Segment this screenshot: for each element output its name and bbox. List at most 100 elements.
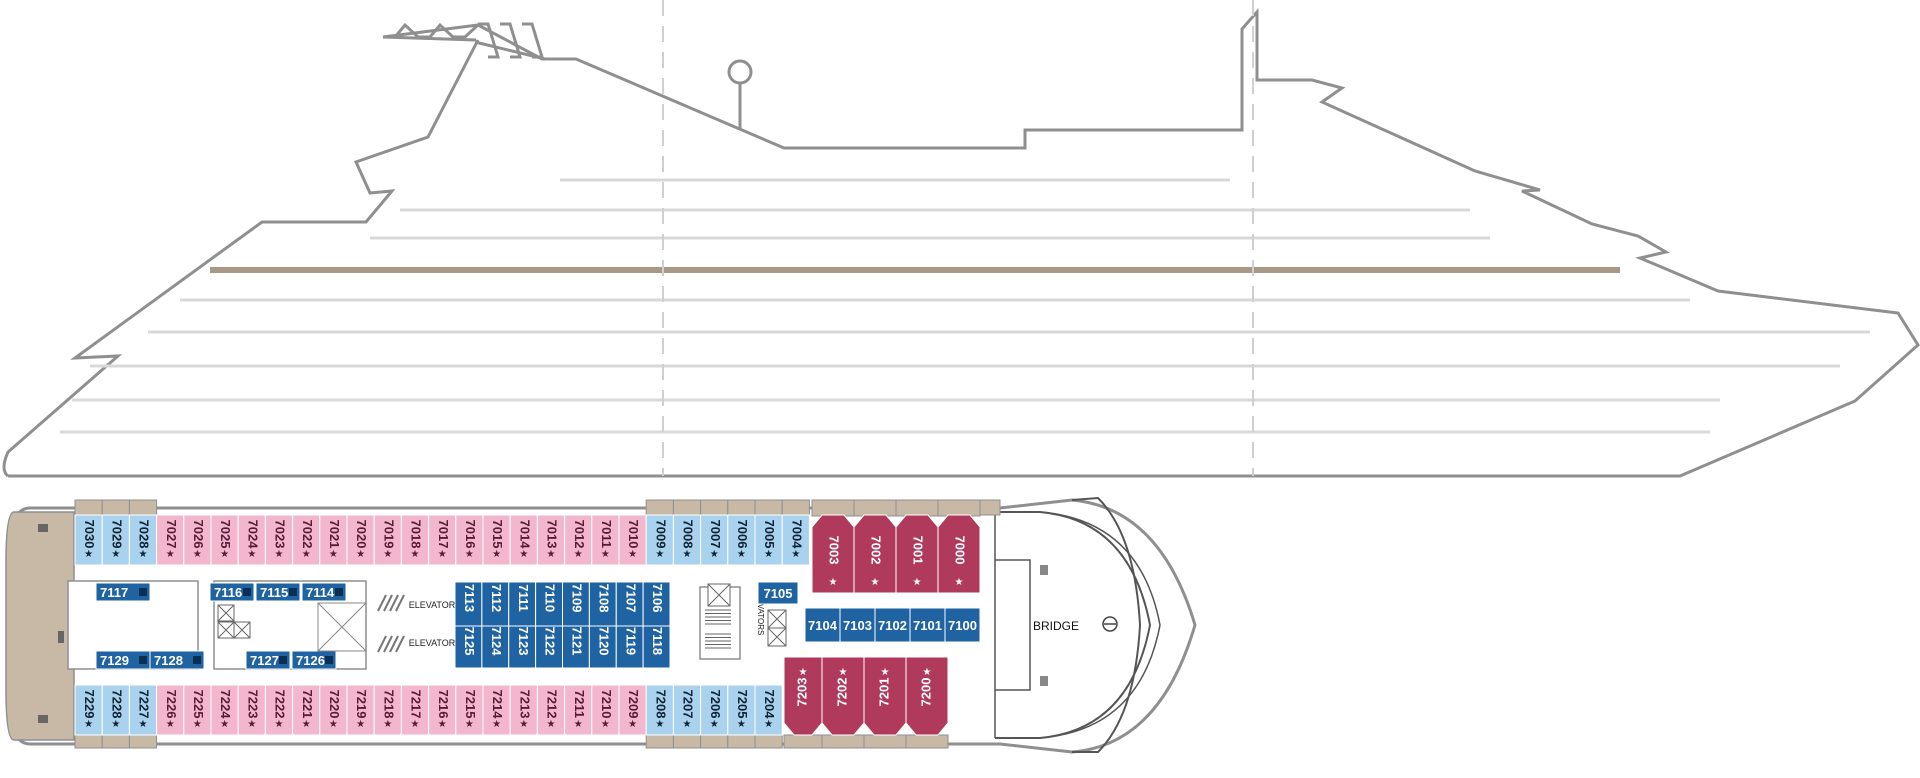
suite[interactable]: 7203★ [783, 656, 823, 736]
cabin[interactable]: 7010★ [618, 514, 647, 566]
cabin[interactable]: 7222★ [264, 684, 294, 736]
inner-cabin[interactable]: 7101 [909, 607, 946, 643]
inner-cabin[interactable]: 7123 [508, 625, 537, 669]
cabin-number: 7129 [100, 653, 129, 668]
veranda-cabin[interactable]: 7006★ [727, 514, 756, 566]
veranda-cabin[interactable]: 7005★ [754, 514, 783, 566]
inner-cabin[interactable]: 7115 [255, 582, 301, 602]
suite[interactable]: 7000★ [937, 514, 981, 594]
inner-cabin[interactable]: 7128 [149, 650, 205, 670]
cabin[interactable]: 7213★ [509, 684, 538, 736]
inner-cabin[interactable]: 7110 [535, 581, 563, 627]
cabin[interactable]: 7225★ [183, 684, 212, 736]
inner-cabin[interactable]: 7107 [615, 581, 644, 627]
cabin[interactable]: 7224★ [210, 684, 239, 736]
cabin[interactable]: 7012★ [564, 514, 593, 566]
cabin[interactable]: 7220★ [319, 684, 348, 736]
cabin[interactable]: 7221★ [292, 684, 321, 736]
cabin-number: 7123 [516, 627, 531, 656]
inner-cabin[interactable]: 7114 [301, 582, 347, 602]
cabin[interactable]: 7214★ [482, 684, 511, 736]
cabin[interactable]: 7019★ [373, 514, 402, 566]
cabin[interactable]: 7021★ [319, 514, 348, 566]
cabin[interactable]: 7017★ [428, 514, 457, 566]
inner-cabin[interactable]: 7121 [562, 625, 590, 669]
suite[interactable]: 7200★ [905, 656, 949, 736]
inner-cabin[interactable]: 7108 [588, 581, 617, 627]
veranda-cabin[interactable]: 7208★ [645, 684, 674, 736]
veranda-cabin[interactable]: 7029★ [101, 514, 130, 566]
suite[interactable]: 7003★ [811, 514, 855, 594]
inner-cabin[interactable]: 7129 [95, 650, 151, 670]
veranda-cabin[interactable]: 7007★ [700, 514, 729, 566]
veranda-cabin[interactable]: 7009★ [645, 514, 674, 566]
veranda-cabin[interactable]: 7207★ [672, 684, 702, 736]
cabin[interactable]: 7014★ [509, 514, 538, 566]
cabin[interactable]: 7025★ [210, 514, 239, 566]
veranda-cabin[interactable]: 7204★ [754, 684, 783, 736]
veranda-cabin[interactable]: 7004★ [781, 514, 810, 566]
cabin[interactable]: 7013★ [536, 514, 566, 566]
inner-cabin[interactable]: 7125 [454, 625, 483, 669]
veranda-cabin[interactable]: 7227★ [128, 684, 158, 736]
cabin[interactable]: 7218★ [373, 684, 402, 736]
inner-cabin[interactable]: 7116 [209, 582, 255, 602]
cabin[interactable]: 7211★ [564, 684, 593, 736]
cabin[interactable]: 7022★ [292, 514, 321, 566]
suite[interactable]: 7201★ [863, 656, 907, 736]
cabin[interactable]: 7027★ [156, 514, 185, 566]
cabin[interactable]: 7210★ [591, 684, 620, 736]
inner-cabin[interactable]: 7100 [944, 607, 981, 643]
cabin[interactable]: 7024★ [237, 514, 266, 566]
veranda-cabin[interactable]: 7030★ [74, 514, 103, 566]
balcony [101, 499, 130, 516]
inner-cabin[interactable]: 7106 [642, 581, 671, 627]
cabin-number: 7218 [381, 690, 396, 719]
balcony [979, 499, 1001, 516]
inner-cabin[interactable]: 7127 [245, 650, 291, 670]
inner-cabin[interactable]: 7104 [804, 607, 841, 643]
cabin[interactable]: 7219★ [346, 684, 375, 736]
veranda-cabin[interactable]: 7028★ [128, 514, 158, 566]
inner-cabin[interactable]: 7103 [839, 607, 876, 643]
cabin[interactable]: 7016★ [455, 514, 484, 566]
inner-cabin[interactable]: 7102 [874, 607, 911, 643]
inner-cabin[interactable]: 7119 [615, 625, 644, 669]
veranda-cabin[interactable]: 7206★ [700, 684, 729, 736]
veranda-cabin[interactable]: 7008★ [672, 514, 702, 566]
helm-icon [1102, 616, 1118, 632]
veranda-cabin[interactable]: 7205★ [727, 684, 756, 736]
inner-cabin[interactable]: 7111 [508, 581, 537, 627]
cabin-number: 7209 [626, 690, 641, 719]
cabin[interactable]: 7215★ [455, 684, 484, 736]
suite[interactable]: 7202★ [821, 656, 865, 736]
cabin[interactable]: 7015★ [482, 514, 511, 566]
inner-cabin[interactable]: 7118 [642, 625, 671, 669]
inner-cabin[interactable]: 7122 [535, 625, 563, 669]
inner-cabin[interactable]: 7112 [481, 581, 510, 627]
inner-cabin[interactable]: 7124 [481, 625, 510, 669]
inner-cabin[interactable]: 7113 [454, 581, 483, 627]
inner-cabin[interactable]: 7120 [588, 625, 617, 669]
cabin[interactable]: 7209★ [618, 684, 647, 736]
suite[interactable]: 7002★ [853, 514, 897, 594]
inner-cabin[interactable]: 7117 [95, 582, 151, 602]
inner-cabin[interactable]: 7126 [291, 650, 337, 670]
cabin[interactable]: 7020★ [346, 514, 375, 566]
cabin[interactable]: 7223★ [237, 684, 266, 736]
cabin[interactable]: 7026★ [183, 514, 212, 566]
cabin[interactable]: 7226★ [156, 684, 185, 736]
inner-cabin[interactable]: 7105 [757, 581, 799, 605]
veranda-cabin[interactable]: 7228★ [101, 684, 130, 736]
cabin[interactable]: 7018★ [400, 514, 430, 566]
veranda-cabin[interactable]: 7229★ [74, 684, 103, 736]
balcony [754, 499, 783, 516]
cabin[interactable]: 7217★ [400, 684, 430, 736]
cabin[interactable]: 7023★ [264, 514, 294, 566]
cabin[interactable]: 7216★ [428, 684, 457, 736]
deck-plan-view: 7030★7029★7028★7027★7026★7025★7024★7023★… [5, 496, 1197, 754]
cabin[interactable]: 7212★ [536, 684, 566, 736]
inner-cabin[interactable]: 7109 [562, 581, 590, 627]
cabin[interactable]: 7011★ [591, 514, 620, 566]
suite[interactable]: 7001★ [895, 514, 939, 594]
